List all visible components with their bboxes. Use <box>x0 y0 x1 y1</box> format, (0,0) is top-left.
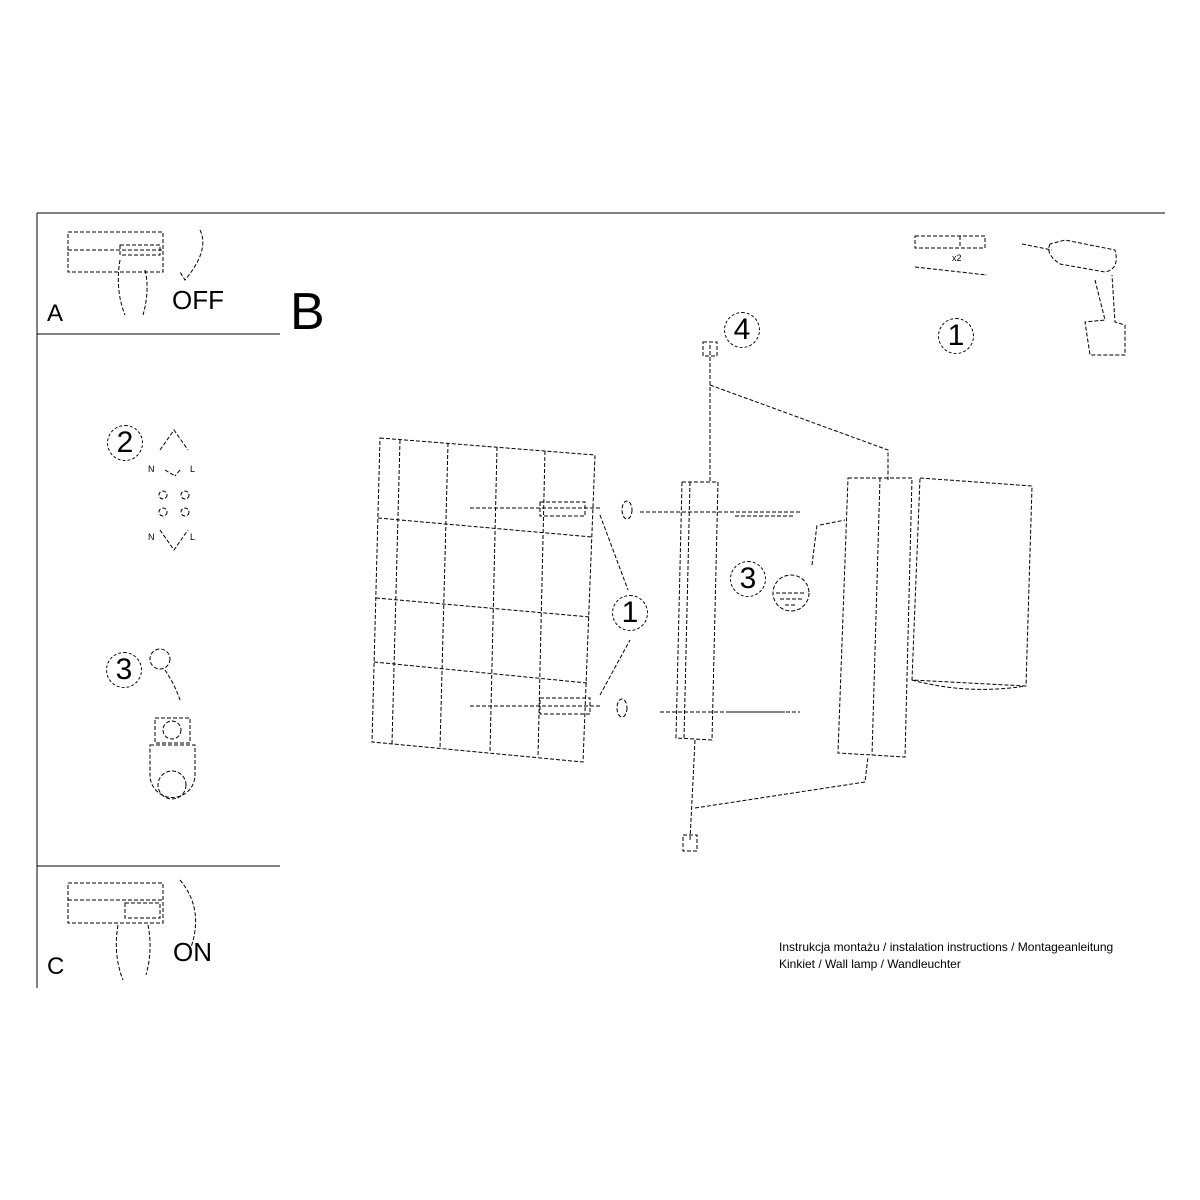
lamp-body <box>811 477 1033 758</box>
drill-icon <box>1021 239 1126 356</box>
callout-anchors: 1 <box>612 595 648 631</box>
mounting-bracket <box>640 345 800 841</box>
screw-top-icon <box>702 341 718 357</box>
breaker-on-icon <box>67 879 197 981</box>
wall-anchor-icon <box>470 500 633 718</box>
callout-ground: 3 <box>730 561 766 597</box>
on-label: ON <box>173 937 212 967</box>
step-2-badge: 2 <box>107 425 143 461</box>
wall-grid <box>371 437 596 763</box>
live-top-label: L <box>190 464 196 474</box>
footer-caption: Instrukcja montażu / instalation instruc… <box>779 939 1113 973</box>
ground-connection-icon <box>149 648 196 800</box>
ground-symbol-icon <box>772 574 810 612</box>
live-bottom-label: L <box>190 532 196 542</box>
step-c-letter: C <box>47 953 65 980</box>
neutral-bottom-label: N <box>148 532 155 542</box>
screw-bottom-icon <box>682 834 698 852</box>
off-label: OFF <box>172 285 224 315</box>
step-a-letter: A <box>47 300 64 327</box>
footer-line-2: Kinkiet / Wall lamp / Wandleuchter <box>779 957 961 971</box>
wire-connection-icon <box>158 429 190 551</box>
callout-screw: 4 <box>724 312 760 348</box>
breaker-off-icon <box>67 229 204 316</box>
tools-step-badge: 1 <box>938 318 974 354</box>
footer-line-1: Instrukcja montażu / instalation instruc… <box>779 940 1114 954</box>
step-b-letter: B <box>290 283 325 341</box>
step-3-badge: 3 <box>106 652 142 688</box>
neutral-top-label: N <box>148 464 155 474</box>
anchor-kit-icon <box>914 235 988 276</box>
quantity-label: x2 <box>952 253 962 263</box>
